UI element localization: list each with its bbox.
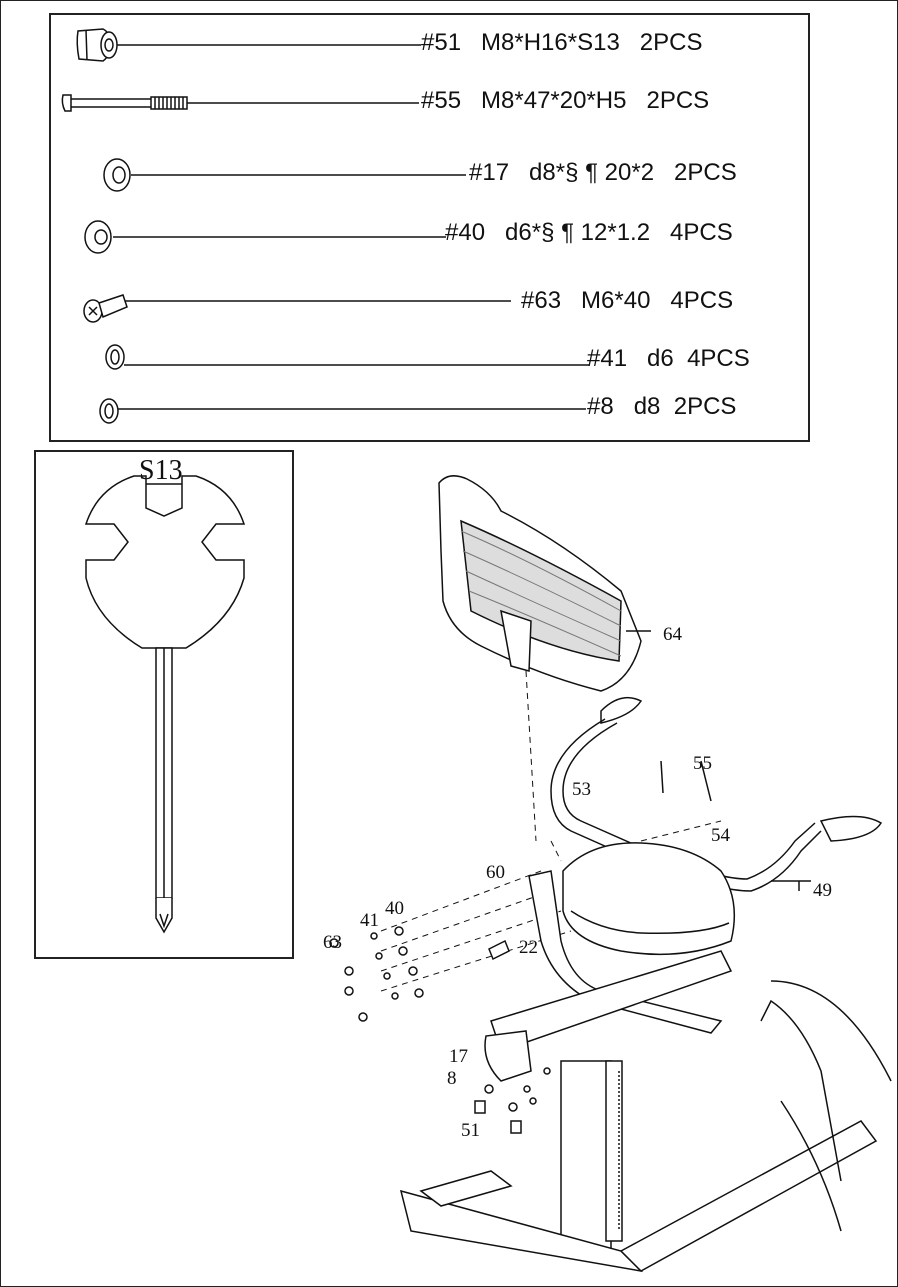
backrest-icon — [438, 475, 651, 692]
wrench-screwdriver-icon — [84, 475, 246, 934]
flat-washer-icon — [103, 158, 466, 192]
callout-41: 41 — [360, 910, 379, 931]
cap-nut-icon — [76, 28, 421, 62]
part-label-51: #51 M8*H16*S13 2PCS — [421, 29, 703, 56]
base-frame-icon — [399, 980, 892, 1273]
fastener-icons — [329, 760, 712, 1134]
callout-17: 17 — [449, 1046, 468, 1067]
hardware-parts-list: #51 M8*H16*S13 2PCS #55 M8*47*20*H5 2PCS… — [49, 13, 810, 442]
callout-40: 40 — [385, 898, 404, 919]
callout-64: 64 — [663, 624, 682, 645]
phillips-screw-icon — [83, 294, 511, 323]
handlebar-icon — [550, 696, 883, 892]
recumbent-bike-seat-assembly-icon — [329, 475, 892, 1273]
part-label-55: #55 M8*47*20*H5 2PCS — [421, 87, 710, 114]
hardware-parts-drawing — [61, 28, 589, 424]
callout-49: 49 — [813, 880, 832, 901]
wrench-size-label: S13 — [139, 455, 183, 486]
part-label-63: #63 M6*40 4PCS — [521, 287, 734, 314]
callout-53: 53 — [572, 779, 591, 800]
callout-55: 55 — [693, 753, 712, 774]
part-label-40: #40 d6*§ ¶ 12*1.2 4PCS — [445, 219, 733, 246]
part-label-41: #41 d6 4PCS — [587, 345, 750, 372]
alignment-lines — [380, 670, 722, 992]
seat-rail-icon — [484, 950, 733, 1082]
part-label-17: #17 d8*§ ¶ 20*2 2PCS — [469, 159, 737, 186]
spring-washer-icon — [105, 344, 589, 370]
callout-8: 8 — [447, 1068, 457, 1089]
callout-54: 54 — [711, 825, 730, 846]
seat-cushion-icon — [562, 842, 736, 956]
tool-box: S13 — [34, 450, 294, 959]
carriage-bolt-icon — [61, 94, 419, 112]
part-label-8: #8 d8 2PCS — [587, 393, 737, 420]
callout-60: 60 — [486, 862, 505, 883]
seat-post-icon — [560, 1060, 623, 1252]
callout-63: 63 — [323, 932, 342, 953]
flat-washer-icon — [84, 220, 446, 254]
callout-51: 51 — [461, 1120, 480, 1141]
callout-22: 22 — [519, 937, 538, 958]
spring-washer-icon — [99, 398, 586, 424]
